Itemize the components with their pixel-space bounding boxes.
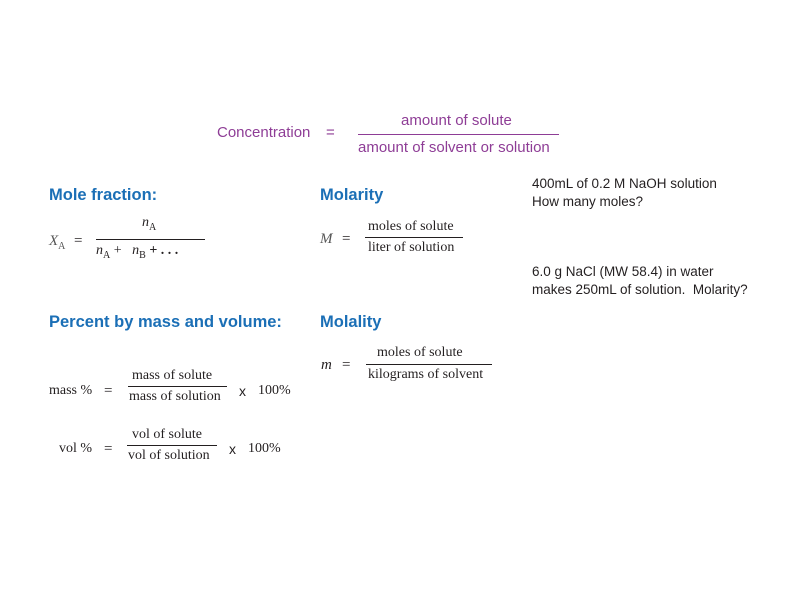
concentration-fraction-bar <box>358 134 559 135</box>
mass-percent-lhs: mass % <box>49 383 93 398</box>
percent-heading: Percent by mass and volume: <box>49 313 282 331</box>
molality-equals: = <box>342 357 351 373</box>
molality-lhs: m <box>321 357 332 373</box>
vol-percent-numerator: vol of solute <box>132 427 202 442</box>
molarity-equals: = <box>342 231 351 247</box>
mass-percent-factor: 100% <box>258 383 291 398</box>
vol-percent-lhs: vol % <box>59 441 93 456</box>
problem-1-line-1: 400mL of 0.2 M NaOH solution <box>532 176 717 191</box>
vol-percent-denominator: vol of solution <box>128 448 210 463</box>
mole-fraction-heading: Mole fraction: <box>49 186 158 204</box>
mass-percent-times: x <box>239 383 246 399</box>
vol-percent-times: x <box>229 441 236 457</box>
mole-fraction-denominator: nA + nB + . . . <box>96 243 179 261</box>
mass-percent-denominator: mass of solution <box>129 389 221 404</box>
concentration-numerator: amount of solute <box>401 112 512 129</box>
mass-percent-fraction-bar <box>128 386 227 387</box>
molality-numerator: moles of solute <box>377 345 463 360</box>
mole-fraction-equals: = <box>74 233 83 249</box>
molarity-lhs: M <box>320 231 333 247</box>
mass-percent-numerator: mass of solute <box>132 368 213 383</box>
molality-heading: Molality <box>320 313 382 331</box>
vol-percent-equals: = <box>104 441 113 457</box>
problem-2-line-1: 6.0 g NaCl (MW 58.4) in water <box>532 264 714 279</box>
mole-fraction-lhs: XA <box>49 233 66 252</box>
problem-1-line-2: How many moles? <box>532 194 644 209</box>
vol-percent-factor: 100% <box>248 441 281 456</box>
molarity-denominator: liter of solution <box>368 240 455 255</box>
concentration-label: Concentration <box>217 124 311 141</box>
problem-2-line-2: makes 250mL of solution. Molarity? <box>532 282 748 297</box>
mass-percent-equals: = <box>104 383 113 399</box>
molality-fraction-bar <box>366 364 492 365</box>
mole-fraction-numerator: nA <box>142 215 157 233</box>
concentration-equals: = <box>326 124 335 141</box>
molarity-numerator: moles of solute <box>368 219 454 234</box>
molality-denominator: kilograms of solvent <box>368 367 484 382</box>
concentration-denominator: amount of solvent or solution <box>358 139 550 156</box>
molarity-fraction-bar <box>365 237 463 238</box>
vol-percent-fraction-bar <box>127 445 217 446</box>
mole-fraction-fraction-bar <box>96 239 205 240</box>
molarity-heading: Molarity <box>320 186 384 204</box>
